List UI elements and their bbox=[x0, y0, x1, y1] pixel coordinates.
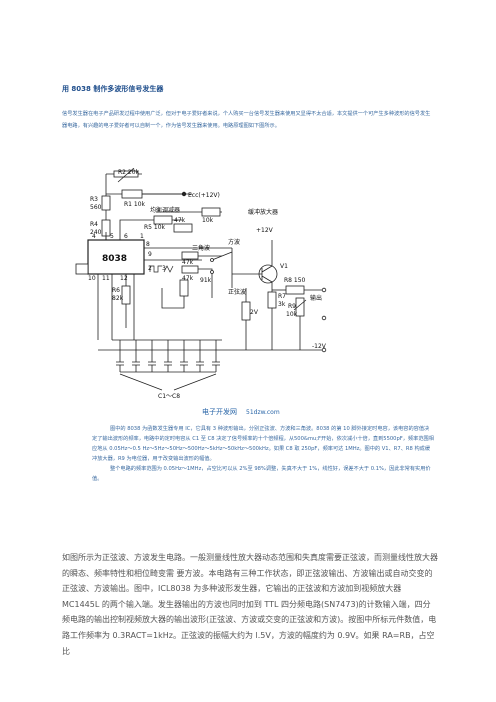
capacitors-label: C1～C8 bbox=[158, 393, 180, 400]
description-paragraph-1: 图中的 8038 为函数发生器专用 IC，它具有 3 种波形输出，分别正弦波、方… bbox=[92, 426, 434, 462]
square-label: 方波 bbox=[228, 238, 240, 246]
pin-5: 5 bbox=[110, 233, 114, 240]
schematic-description: 图中的 8038 为函数发生器专用 IC，它具有 3 种波形输出，分别正弦波、方… bbox=[92, 424, 434, 484]
watermark: 电子开发网 bbox=[202, 407, 237, 416]
pin-6: 6 bbox=[124, 233, 128, 240]
r3-label: R3 bbox=[90, 196, 98, 203]
pin-11: 11 bbox=[102, 275, 110, 282]
pin-8: 8 bbox=[146, 241, 150, 248]
r8-label: R8 150 bbox=[284, 277, 306, 284]
r47a-label: 47k bbox=[182, 259, 194, 266]
plus12-label: +12V bbox=[256, 227, 274, 234]
pin-10: 10 bbox=[88, 275, 96, 282]
v2-label: 2V bbox=[250, 309, 259, 316]
minus12-label: -12V bbox=[312, 343, 327, 350]
r9-label: R9 bbox=[288, 303, 296, 310]
r1-label: R1 10k bbox=[124, 201, 146, 208]
r5-value-b: 47k bbox=[174, 217, 186, 224]
triangle-label: 三角波 bbox=[192, 244, 210, 252]
r6-label: R6 bbox=[112, 287, 120, 294]
buffer-label: 缓冲放大器 bbox=[248, 208, 278, 216]
r4-value: 240 bbox=[90, 229, 102, 236]
r2-label: R2 20k bbox=[118, 169, 140, 176]
circuit-schematic: R2 20k R3 560 R1 10k Ecc(+12V) R4 240 均衡… bbox=[75, 168, 327, 416]
pin-12: 12 bbox=[120, 275, 128, 282]
vcc-label: Ecc(+12V) bbox=[188, 192, 220, 199]
watermark-url: 51dzw.com bbox=[246, 409, 280, 416]
r9-value: 10k bbox=[286, 311, 298, 318]
sine-label: 正弦波 bbox=[228, 288, 246, 296]
pin-1: 1 bbox=[140, 233, 144, 240]
v1-label: V1 bbox=[280, 263, 288, 270]
r5-label: R5 10k bbox=[144, 224, 166, 231]
pin-2: 2 bbox=[148, 265, 152, 272]
r4-label: R4 bbox=[90, 221, 98, 228]
description-paragraph-2: 整个电路的频率范围为 0.05Hz～1MHz，占空比可以从 2%至 98%调整，… bbox=[92, 466, 431, 482]
pin-4: 4 bbox=[92, 233, 96, 240]
r6-value: 82k bbox=[112, 295, 124, 302]
r7-value: 3k bbox=[278, 301, 286, 308]
r5-value-c: 10k bbox=[202, 217, 214, 224]
intro-paragraph: 信号发生器在电子产品研发过程中使用广泛，但对于电子爱好者来说，个人购买一台信号发… bbox=[62, 111, 431, 129]
r47b-label: 47k bbox=[182, 275, 194, 282]
pin-3: 3 bbox=[162, 265, 166, 272]
pin-9: 9 bbox=[148, 251, 152, 258]
body-paragraph: 如图所示为正弦波、方波发生电路。一般测量线性放大器动态范围和失真度需要正弦波，而… bbox=[62, 553, 438, 656]
balance-label: 均衡调减器 bbox=[150, 206, 180, 214]
article-title: 用 8038 制作多波形信号发生器 bbox=[62, 85, 164, 93]
output-label: 输出 bbox=[310, 294, 322, 302]
ic-label: 8038 bbox=[102, 254, 127, 264]
r7-label: R7 bbox=[278, 293, 286, 300]
r3-value: 560 bbox=[90, 204, 102, 211]
r91-label: 91k bbox=[200, 277, 212, 284]
